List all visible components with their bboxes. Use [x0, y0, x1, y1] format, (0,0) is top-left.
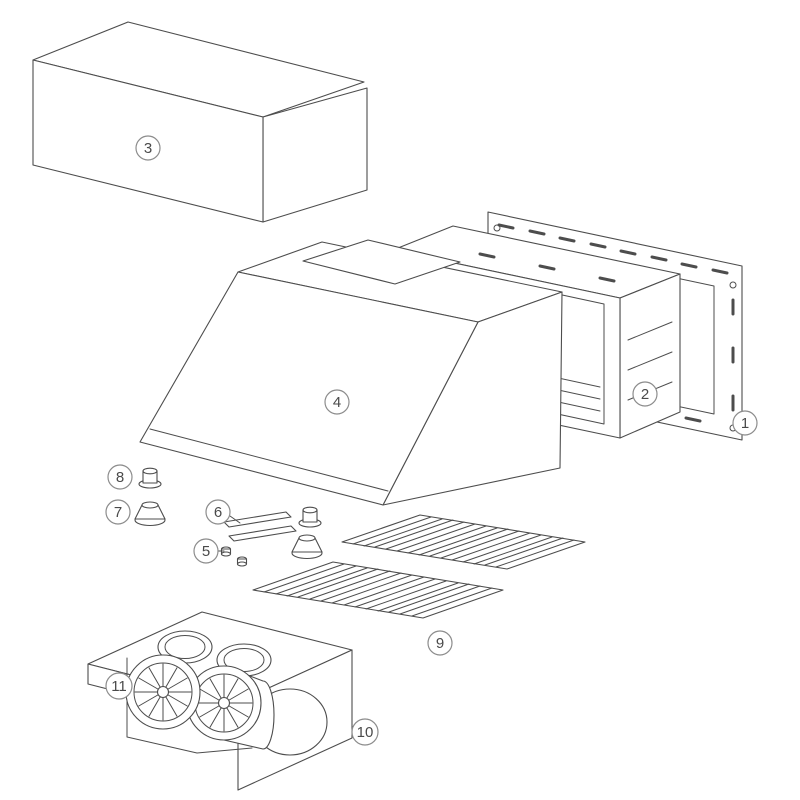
callout-7-circle	[105, 499, 131, 525]
hood-front-crease	[149, 428, 389, 492]
callout-1-label: 1	[741, 415, 749, 432]
callouts: 1 2 3 4 5 6 7 8	[105, 135, 758, 746]
hood-front-slant-face	[139, 271, 479, 506]
callout-8-circle	[107, 464, 133, 490]
callout-3-label: 3	[144, 140, 152, 157]
part-11-dual-blower	[125, 654, 275, 754]
callout-8: 8	[107, 464, 133, 490]
callout-7: 7	[105, 499, 131, 525]
callout-11: 11	[105, 672, 133, 700]
callout-4: 4	[324, 389, 350, 415]
part-4-hood-canopy	[139, 239, 563, 506]
callout-10: 10	[351, 718, 379, 746]
part-9-baffle-filter-lower	[252, 561, 504, 619]
filter-baffles	[263, 563, 493, 617]
callout-9-circle	[427, 630, 453, 656]
part-3-duct-cover	[32, 21, 368, 223]
leader-lines	[217, 515, 241, 552]
callout-4-circle	[324, 389, 350, 415]
part-8-vent-cap-right	[298, 506, 322, 528]
callout-9: 9	[427, 630, 453, 656]
part-7-vent-cone	[134, 501, 166, 527]
part-9-baffle-filter-upper	[341, 514, 586, 570]
filter-baffles	[352, 516, 575, 568]
callout-9-label: 9	[436, 635, 444, 652]
callout-3: 3	[135, 135, 161, 161]
callout-8-label: 8	[116, 469, 124, 486]
hood-duct-collar-opening	[302, 239, 461, 285]
part-6-mounting-brackets	[223, 511, 297, 542]
callout-1: 1	[732, 410, 758, 436]
blower-wheel-left	[125, 654, 201, 730]
callout-10-circle	[351, 718, 379, 746]
callout-2-circle	[632, 381, 658, 407]
callout-2-label: 2	[641, 386, 649, 403]
filter-frame	[252, 561, 504, 619]
part-5-screws	[220, 546, 248, 567]
callout-3-circle	[135, 135, 161, 161]
callout-5-circle	[193, 538, 219, 564]
blower-wheel-right	[186, 665, 262, 741]
callout-4-label: 4	[333, 394, 341, 411]
part-7-vent-cone-right	[291, 534, 323, 560]
callout-10-label: 10	[357, 724, 374, 741]
callout-11-circle	[105, 672, 133, 700]
callout-7-label: 7	[114, 504, 122, 521]
callout-6-circle	[205, 499, 231, 525]
callout-11-label: 11	[111, 678, 127, 695]
callout-2: 2	[632, 381, 658, 407]
callout-5: 5	[193, 538, 219, 564]
callout-6-label: 6	[214, 504, 222, 521]
part-8-vent-cap	[138, 467, 162, 489]
callout-5-label: 5	[202, 543, 210, 560]
callout-6: 6	[205, 499, 231, 525]
liner-right-face	[619, 273, 681, 439]
liner-top-slots	[478, 252, 616, 283]
housing-duct-collar-left	[157, 630, 213, 664]
callout-1-circle	[732, 410, 758, 436]
filter-frame	[341, 514, 586, 570]
